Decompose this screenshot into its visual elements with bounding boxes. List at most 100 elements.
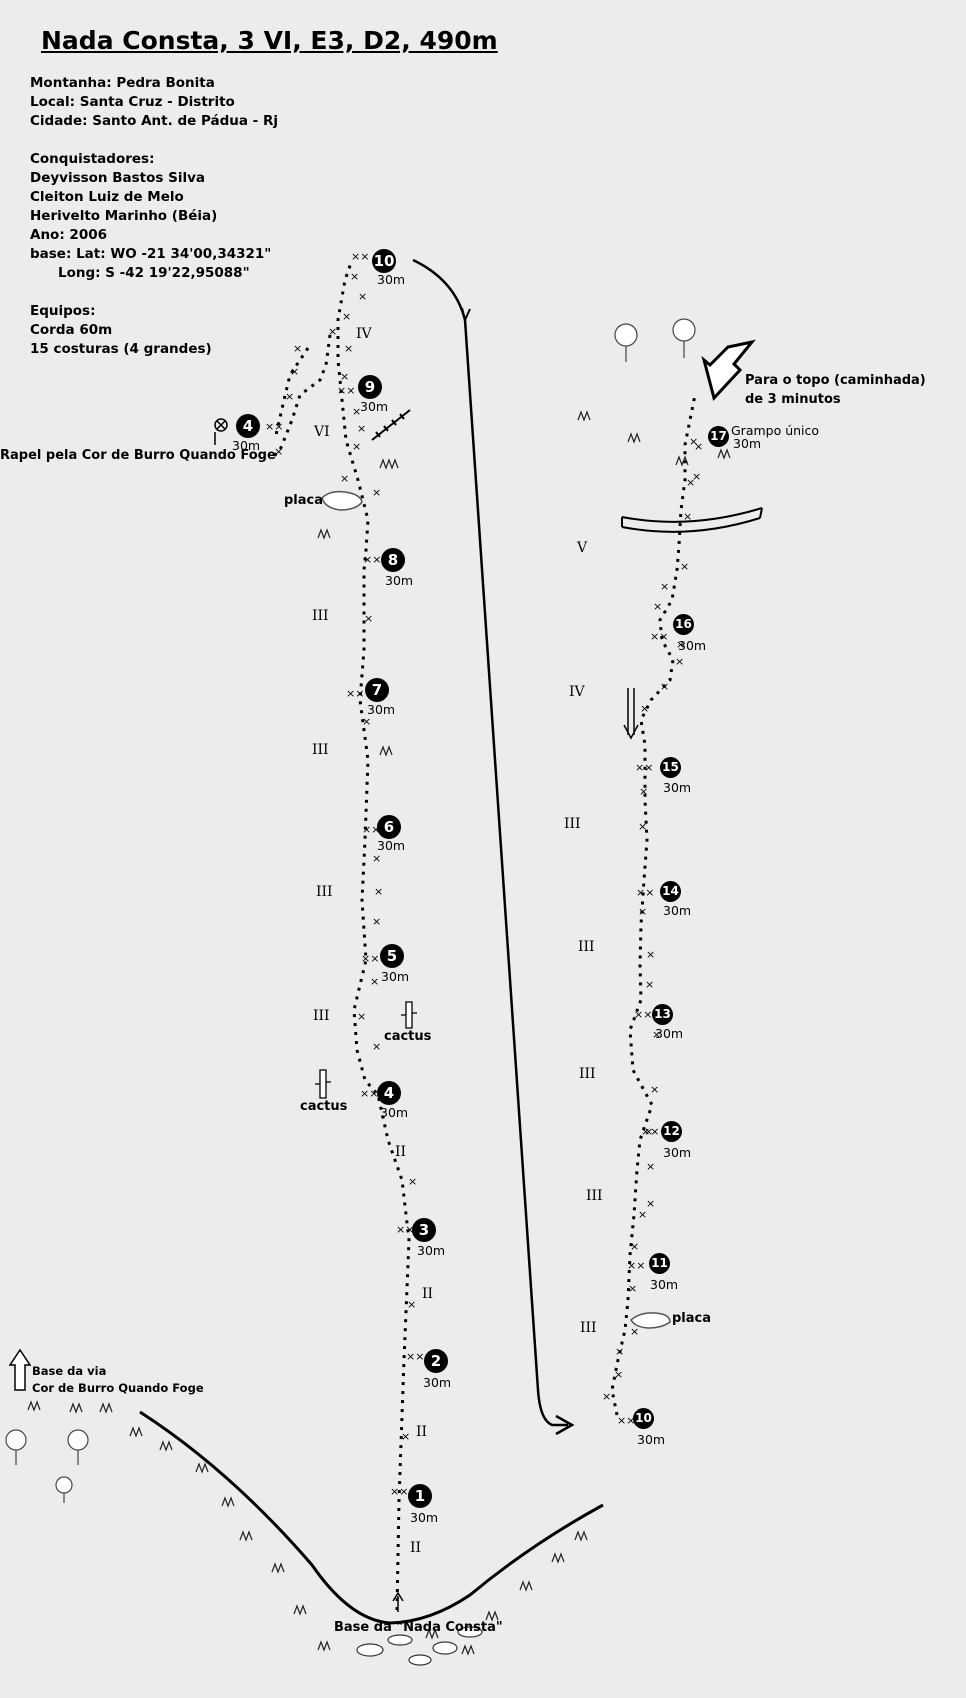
info-equipos-label: Equipos:: [30, 303, 96, 319]
roof-feature-end: [621, 507, 763, 527]
station-number: 8: [381, 548, 405, 572]
grade-label: VI: [314, 424, 330, 440]
svg-text:×: ×: [344, 342, 353, 355]
svg-text:×: ×: [340, 370, 349, 383]
svg-text:×: ×: [293, 342, 302, 355]
svg-text:×: ×: [614, 1368, 623, 1381]
svg-text:×: ×: [686, 476, 695, 489]
svg-text:××: ××: [641, 1125, 659, 1138]
info-costuras: 15 costuras (4 grandes): [30, 341, 212, 357]
svg-text:×: ×: [644, 1125, 653, 1138]
station-number: 3: [412, 1218, 436, 1242]
grade-label: III: [564, 816, 581, 832]
grade-label: V: [577, 540, 588, 556]
svg-text:×: ×: [352, 440, 361, 453]
rappel-ring-icon: [214, 418, 228, 432]
pitch-length: 30m: [650, 1277, 679, 1292]
svg-text:×: ×: [646, 948, 655, 961]
svg-text:×: ×: [328, 325, 337, 338]
station-number: 13: [652, 1004, 673, 1025]
route-line-right: [610, 394, 697, 1416]
svg-text:××: ××: [627, 1259, 645, 1272]
svg-text:×: ×: [692, 470, 701, 483]
pitch-length: 30m: [360, 399, 389, 414]
svg-text:×: ×: [675, 655, 684, 668]
grade-label: III: [312, 742, 329, 758]
svg-text:×: ×: [350, 270, 359, 283]
station-number: 6: [377, 815, 401, 839]
svg-text:××: ××: [634, 1008, 652, 1021]
info-montanha: Montanha: Pedra Bonita: [30, 75, 215, 91]
svg-text:×: ×: [370, 975, 379, 988]
topo-arrow-icon: [701, 339, 756, 402]
placa-label: placa: [284, 493, 324, 508]
svg-text:×: ×: [407, 1298, 416, 1311]
svg-text:×: ×: [650, 1083, 659, 1096]
topo-label: de 3 minutos: [745, 392, 841, 407]
svg-text:×: ×: [638, 820, 647, 833]
base-via-label: Base da via: [32, 1364, 107, 1378]
svg-text:×: ×: [639, 785, 648, 798]
grass-tufts: [27, 410, 731, 1656]
svg-text:×: ×: [602, 1390, 611, 1403]
grade-label: III: [580, 1320, 597, 1336]
svg-text:×: ×: [660, 680, 669, 693]
svg-text:×: ×: [408, 1175, 417, 1188]
grade-label: III: [312, 608, 329, 624]
station-number: 15: [660, 757, 681, 778]
svg-text:×: ×: [683, 510, 692, 523]
svg-text:×: ×: [364, 612, 373, 625]
pitch-length: 30m: [655, 1026, 684, 1041]
svg-text:××: ××: [265, 420, 283, 433]
pitch-length: 30m: [377, 272, 406, 287]
svg-text:×: ×: [401, 1430, 410, 1443]
tree-icons: [5, 318, 696, 1503]
base-rocks: [356, 1626, 483, 1666]
svg-text:××: ××: [361, 952, 379, 965]
info-conquistador-2: Cleiton Luiz de Melo: [30, 189, 184, 205]
svg-text:××: ××: [650, 630, 668, 643]
info-long: Long: S -42 19'22,95088": [58, 265, 250, 281]
base-via-label: Cor de Burro Quando Foge: [32, 1381, 204, 1395]
svg-text:×: ×: [638, 1208, 647, 1221]
svg-text:××: ××: [396, 1223, 414, 1236]
svg-text:×: ×: [645, 978, 654, 991]
svg-text:×: ×: [274, 445, 283, 458]
svg-text:×: ×: [374, 885, 383, 898]
station-number: 1: [408, 1484, 432, 1508]
rapel-label: Rapel pela Cor de Burro Quando Foge: [0, 448, 276, 463]
svg-text:×: ×: [676, 638, 685, 651]
base-via-arrow-icon: [8, 1348, 32, 1391]
ground-left-slope: [139, 1410, 604, 1625]
svg-text:×: ×: [689, 435, 698, 448]
grade-label: II: [395, 1144, 407, 1160]
grade-label: II: [410, 1540, 422, 1556]
svg-text:×: ×: [630, 1325, 639, 1338]
grade-label: III: [313, 1008, 330, 1024]
pitch-length: 30m: [385, 573, 414, 588]
base-nada-consta-label: Base da "Nada Consta": [334, 1620, 503, 1635]
station-number: 12: [661, 1121, 682, 1142]
grade-label: III: [578, 939, 595, 955]
route-line-left-branch2: [274, 347, 310, 436]
topo-label: Para o topo (caminhada): [745, 373, 926, 388]
pitch-length: 30m: [733, 436, 762, 451]
pitch-length: 30m: [232, 438, 261, 453]
svg-text:×: ×: [372, 852, 381, 865]
info-cidade: Cidade: Santo Ant. de Pádua - Rj: [30, 113, 279, 129]
pitch-length: 30m: [678, 638, 707, 653]
svg-text:×: ×: [357, 422, 366, 435]
cactus-icon: [401, 1001, 417, 1029]
svg-text:××: ××: [635, 761, 653, 774]
station-number: 2: [424, 1349, 448, 1373]
bolt-marks: ×××××× ×××××× ×××××× ×××× ×××××× ×××××× …: [265, 250, 703, 1498]
svg-text:××: ××: [346, 687, 364, 700]
station-number: 10: [633, 1408, 654, 1429]
pitch-length: 30m: [381, 969, 410, 984]
continuation-arrowhead: [555, 1414, 575, 1436]
grade-label: II: [422, 1286, 434, 1302]
svg-text:×: ×: [630, 1240, 639, 1253]
pitch-length: 30m: [377, 838, 406, 853]
svg-text:×: ×: [653, 600, 662, 613]
svg-text:××: ××: [363, 553, 381, 566]
